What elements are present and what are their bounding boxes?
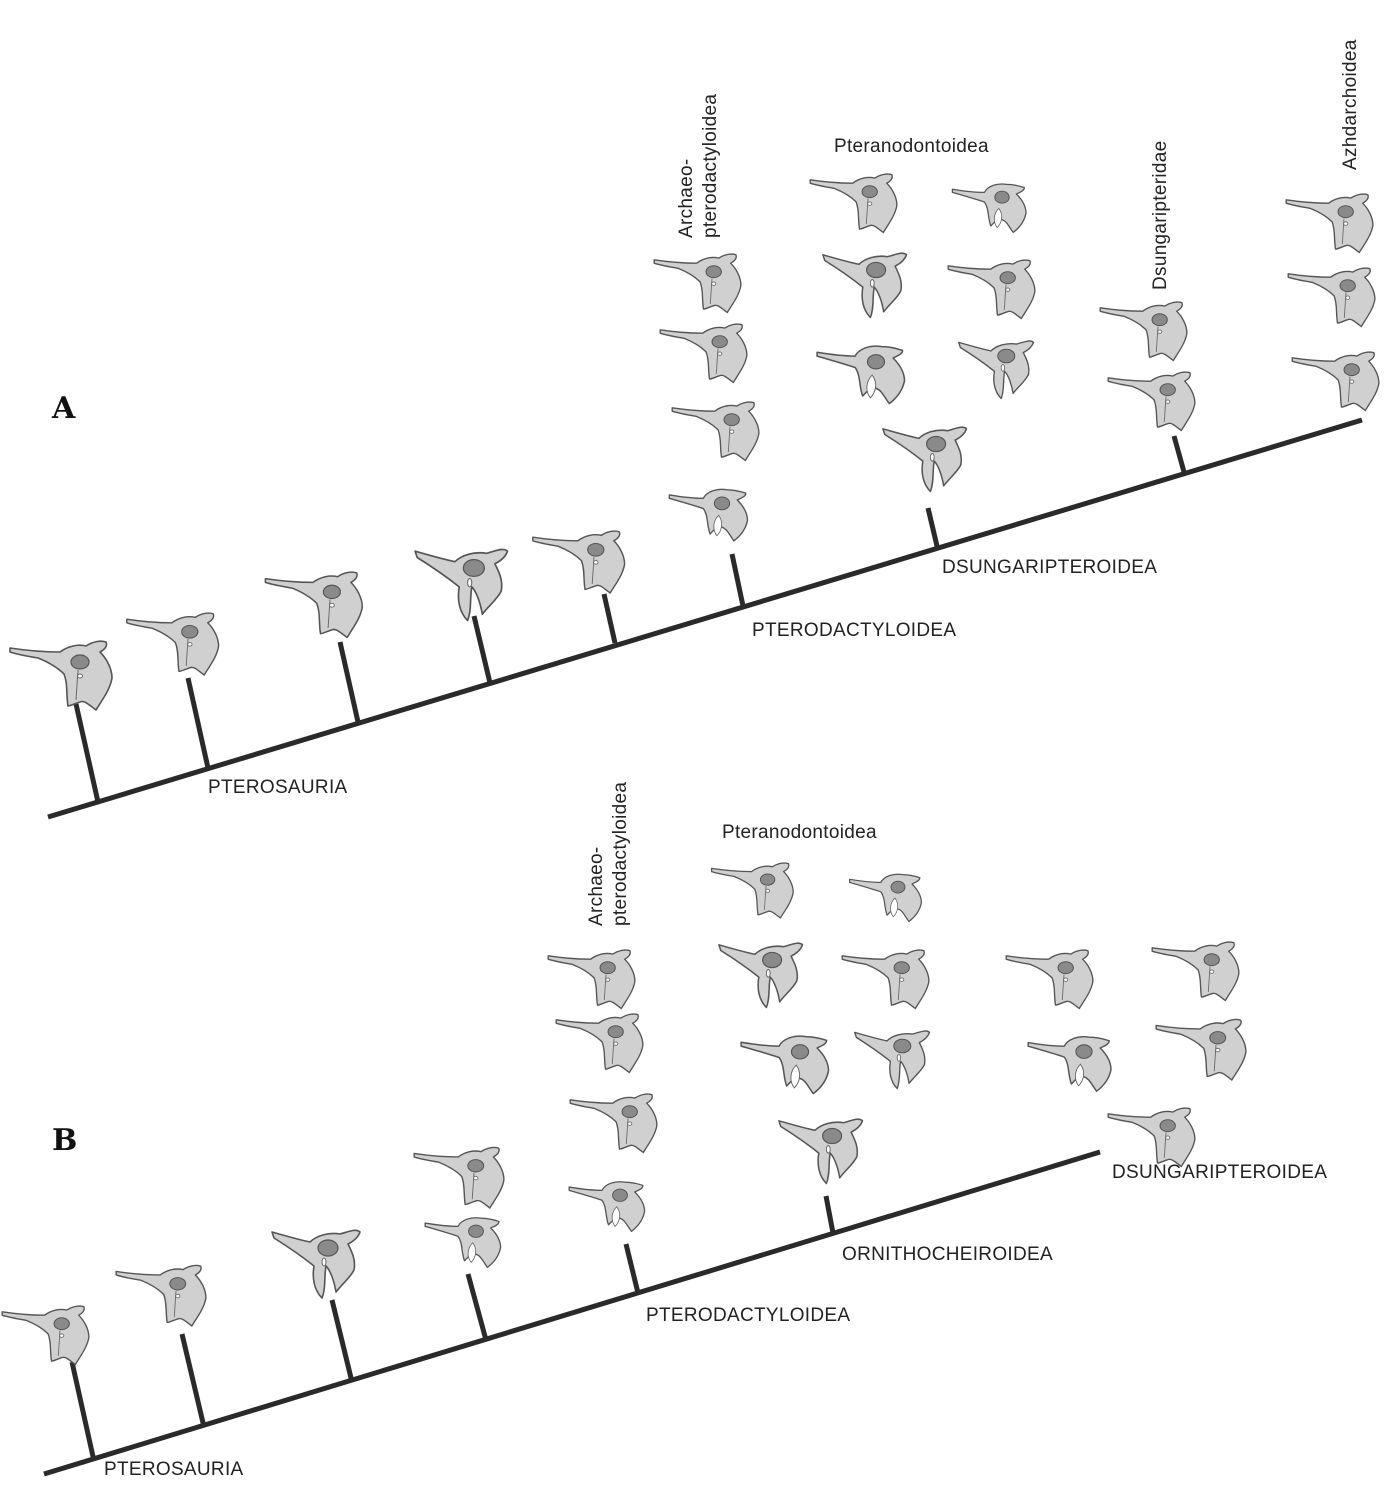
panel-b-pelvis-5 (424, 1217, 502, 1269)
panel-a-node-dsungaripteroidea: DSUNGARIPTEROIDEA (942, 557, 1157, 578)
panel-a-tick-4 (471, 615, 493, 684)
panel-b-tick-3 (329, 1299, 355, 1383)
panel-b-pelvis-14 (740, 1035, 830, 1095)
panel-a-pelvis-11 (951, 183, 1027, 234)
panel-b-tick-1 (69, 1361, 97, 1462)
panel-a-pelvis-1 (9, 640, 113, 711)
panel-b-pelvis-2 (115, 1264, 207, 1327)
panel-b-clade-archaeo-line2: pterodactyloidea (610, 782, 631, 926)
panel-a-pelvis-16 (882, 426, 968, 493)
panel-b-node-pterodactyloidea: PTERODACTYLOIDEA (646, 1305, 850, 1326)
panel-b-pelvis-20 (1155, 1018, 1247, 1081)
panel-b: B PTEROSAURIA PTERODACTYLOIDEA ORNITHOCH… (1, 782, 1327, 1480)
panel-b-pelvis-18 (1151, 941, 1240, 1002)
panel-a-pelvis-12 (822, 252, 908, 319)
panel-a-clade-pteranodontoidea: Pteranodontoidea (834, 136, 989, 157)
panel-b-pelvis-7 (555, 1013, 644, 1074)
panel-a-pelvis-4 (414, 548, 509, 622)
panel-a-pelvis-17 (1099, 301, 1188, 362)
panel-a-tick-3 (337, 641, 361, 723)
panel-b-pelvis-15 (854, 1030, 931, 1090)
panel-a-tick-6 (729, 553, 746, 607)
panel-b-pelvis-17 (1005, 949, 1094, 1010)
panel-a-tick-1 (73, 703, 101, 803)
panel-b-clade-pteranodontoidea: Pteranodontoidea (722, 822, 877, 843)
panel-a-clade-archaeo-line1: Archaeo- (676, 159, 697, 239)
panel-a-clade-dsungaripteridae: Dsungaripteridae (1150, 141, 1171, 291)
panel-b-pelvis-4 (413, 1146, 505, 1209)
panel-b-pelvis-19 (1027, 1036, 1112, 1092)
panel-a-letter: A (51, 391, 76, 426)
panel-b-pelvis-3 (271, 1229, 361, 1299)
panel-b-pelvis-11 (849, 873, 923, 923)
panel-b-clade-archaeo-line1: Archaeo- (586, 847, 607, 927)
panel-a-pelvis-6 (653, 253, 742, 314)
panel-a-tick-2 (185, 677, 211, 769)
panel-b-pelvis-13 (841, 949, 930, 1010)
panel-b-pelvis-9 (568, 1181, 646, 1233)
panel-a-pelvis-9 (668, 488, 749, 542)
panel-a-pelvis-5 (532, 530, 626, 594)
panel-b-node-pterosauria: PTEROSAURIA (104, 1459, 244, 1480)
panel-a-pelvis-13 (947, 259, 1036, 320)
panel-a-tick-7 (925, 507, 940, 547)
panel-a-pelvis-3 (264, 571, 364, 639)
panel-a-pelvis-21 (1291, 351, 1380, 412)
panel-a-node-pterosauria: PTEROSAURIA (208, 777, 348, 798)
panel-b-pelvis-21 (1107, 1107, 1196, 1168)
panel-b-tick-4 (465, 1273, 489, 1341)
panel-a-pelvis-8 (671, 401, 760, 462)
panel-b-pelvis-16 (778, 1118, 864, 1185)
panel-a-pelvis-18 (1107, 371, 1196, 432)
panel-a-node-pterodactyloidea: PTERODACTYLOIDEA (752, 620, 956, 641)
panel-a-pelvis-19 (1285, 193, 1374, 254)
panel-b-pelvis-8 (569, 1093, 658, 1154)
panel-b-tick-2 (179, 1333, 207, 1428)
panel-a-pelvis-20 (1287, 267, 1376, 328)
panel-a-pelvis-7 (659, 323, 748, 384)
panel-a-pelvis-14 (816, 345, 906, 405)
panel-a-main-branch (47, 417, 1363, 820)
panel-a-pelvis-15 (958, 340, 1035, 400)
panel-b-pelvis-12 (718, 942, 804, 1009)
panel-a-clade-archaeo-line2: pterodactyloidea (700, 94, 721, 238)
panel-b-tick-6 (823, 1195, 836, 1234)
panel-b-main-branch (43, 1149, 1101, 1477)
panel-a-pelvis-10 (809, 173, 898, 234)
panel-b-node-ornithocheiroidea: ORNITHOCHEIROIDEA (842, 1244, 1053, 1265)
panel-a-pelvis-2 (126, 612, 220, 676)
panel-a-tick-8 (1171, 435, 1187, 473)
panel-b-node-dsungaripteroidea: DSUNGARIPTEROIDEA (1112, 1162, 1327, 1183)
panel-a-tick-5 (601, 593, 618, 644)
panel-b-letter: B (52, 1123, 77, 1158)
panel-b-tick-5 (623, 1243, 641, 1294)
panel-b-pelvis-10 (710, 862, 794, 919)
panel-b-pelvis-1 (1, 1305, 90, 1366)
panel-a: A PTEROSAURIA PTERODACTYLOIDEA DSUNGARIP… (9, 39, 1380, 820)
panel-b-pelvis-6 (547, 949, 636, 1010)
panel-a-clade-azhdarchoidea: Azhdarchoidea (1340, 39, 1361, 170)
